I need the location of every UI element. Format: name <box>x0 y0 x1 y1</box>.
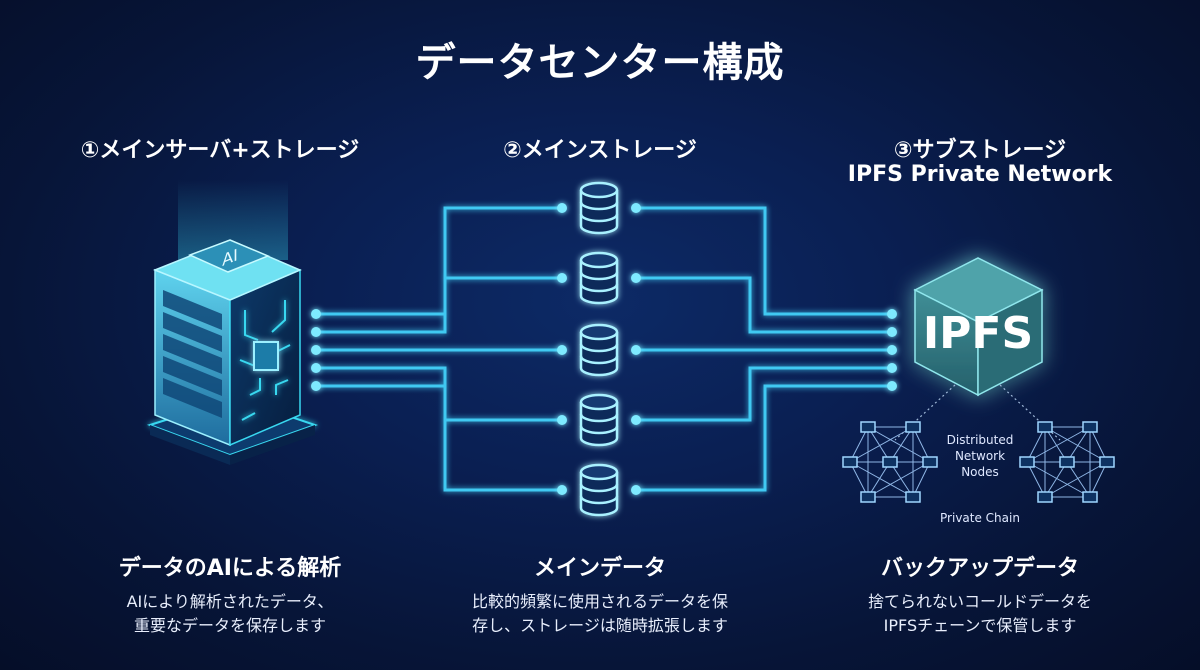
desc-main-storage-line-2: 存し、ストレージは随時拡張します <box>472 616 728 635</box>
network-label-line-1: Distributed <box>946 433 1014 447</box>
network-edge <box>1026 426 1091 463</box>
distributed-network-left <box>842 421 938 503</box>
network-edge <box>849 426 869 463</box>
database-icon <box>579 251 619 305</box>
network-edge <box>889 461 914 498</box>
network-node-icon <box>1037 421 1053 433</box>
network-edge <box>867 426 931 463</box>
network-node-icon <box>905 421 921 433</box>
desc-main-server: AIにより解析されたデータ、 重要なデータを保存します <box>40 590 420 638</box>
network-edge <box>849 426 914 463</box>
network-label-line-2: Network <box>954 449 1006 463</box>
network-edge <box>867 426 891 463</box>
network-edge <box>1066 461 1091 498</box>
desc-main-storage-line-1: 比較的頻繁に使用されるデータを保 <box>471 592 728 611</box>
network-node-icon <box>1082 421 1098 433</box>
network-node-icon <box>860 421 876 433</box>
network-node-icon <box>922 456 938 468</box>
database-icon <box>579 181 619 235</box>
heading-main-storage: ②メインストレージ <box>503 138 697 163</box>
connection-endpoints <box>311 203 897 495</box>
heading-sub-storage: ③サブストレージ <box>893 138 1067 163</box>
network-node-icon <box>842 456 858 468</box>
cpu-chip-icon <box>253 341 279 371</box>
network-edge <box>1044 461 1108 498</box>
network-edge <box>1066 426 1091 463</box>
database-icon <box>579 323 619 377</box>
network-edge <box>849 461 869 498</box>
network-edge <box>1044 461 1068 498</box>
cube-network-links <box>894 384 1061 441</box>
network-edge <box>1089 426 1108 463</box>
ipfs-cube-label: IPFS <box>922 308 1034 359</box>
network-edge <box>1044 426 1108 463</box>
desc-main-storage: 比較的頻繁に使用されるデータを保 存し、ストレージは随時拡張します <box>410 590 790 638</box>
network-node-icon <box>860 491 876 503</box>
network-node-icon <box>1099 456 1115 468</box>
network-edge <box>912 426 931 463</box>
network-edge <box>867 461 891 498</box>
caption-main-data: メインデータ <box>533 556 666 581</box>
network-edge <box>867 461 931 498</box>
caption-ai-analysis: データのAIによる解析 <box>118 556 342 581</box>
connection-lines-right <box>636 206 892 492</box>
database-icon <box>579 463 619 517</box>
desc-sub-storage-line-1: 捨てられないコールドデータを <box>867 592 1092 611</box>
network-edge <box>1089 461 1108 498</box>
network-edge <box>1044 426 1068 463</box>
network-edge <box>849 461 914 498</box>
ai-server-icon <box>152 239 302 447</box>
network-nodes-label: Distributed Network Nodes <box>930 432 1030 480</box>
page-title: データセンター構成 <box>415 40 785 86</box>
network-label-line-3: Nodes <box>961 465 999 479</box>
network-edge <box>1026 426 1046 463</box>
heading-main-server: ①メインサーバ+ストレージ <box>80 138 360 163</box>
network-edge <box>1026 461 1091 498</box>
network-node-icon <box>1037 491 1053 503</box>
network-node-icon <box>1082 491 1098 503</box>
ipfs-cube-icon <box>913 257 1044 397</box>
desc-main-server-line-1: AIにより解析されたデータ、 <box>126 592 334 611</box>
network-node-icon <box>1019 456 1035 468</box>
network-node-icon <box>882 456 898 468</box>
desc-sub-storage-line-2: IPFSチェーンで保管します <box>883 616 1077 635</box>
subheading-ipfs-network: IPFS Private Network <box>847 162 1113 187</box>
network-edge <box>912 461 931 498</box>
private-chain-label: Private Chain <box>940 511 1020 525</box>
caption-backup-data: バックアップデータ <box>880 556 1079 581</box>
network-node-icon <box>905 491 921 503</box>
connection-lines-left <box>316 206 562 492</box>
network-node-icon <box>1059 456 1075 468</box>
network-edge <box>1026 461 1046 498</box>
network-edge <box>889 426 914 463</box>
desc-main-server-line-2: 重要なデータを保存します <box>133 616 326 635</box>
desc-sub-storage: 捨てられないコールドデータを IPFSチェーンで保管します <box>790 590 1170 638</box>
database-icon <box>579 393 619 447</box>
distributed-network-right <box>1019 421 1115 503</box>
